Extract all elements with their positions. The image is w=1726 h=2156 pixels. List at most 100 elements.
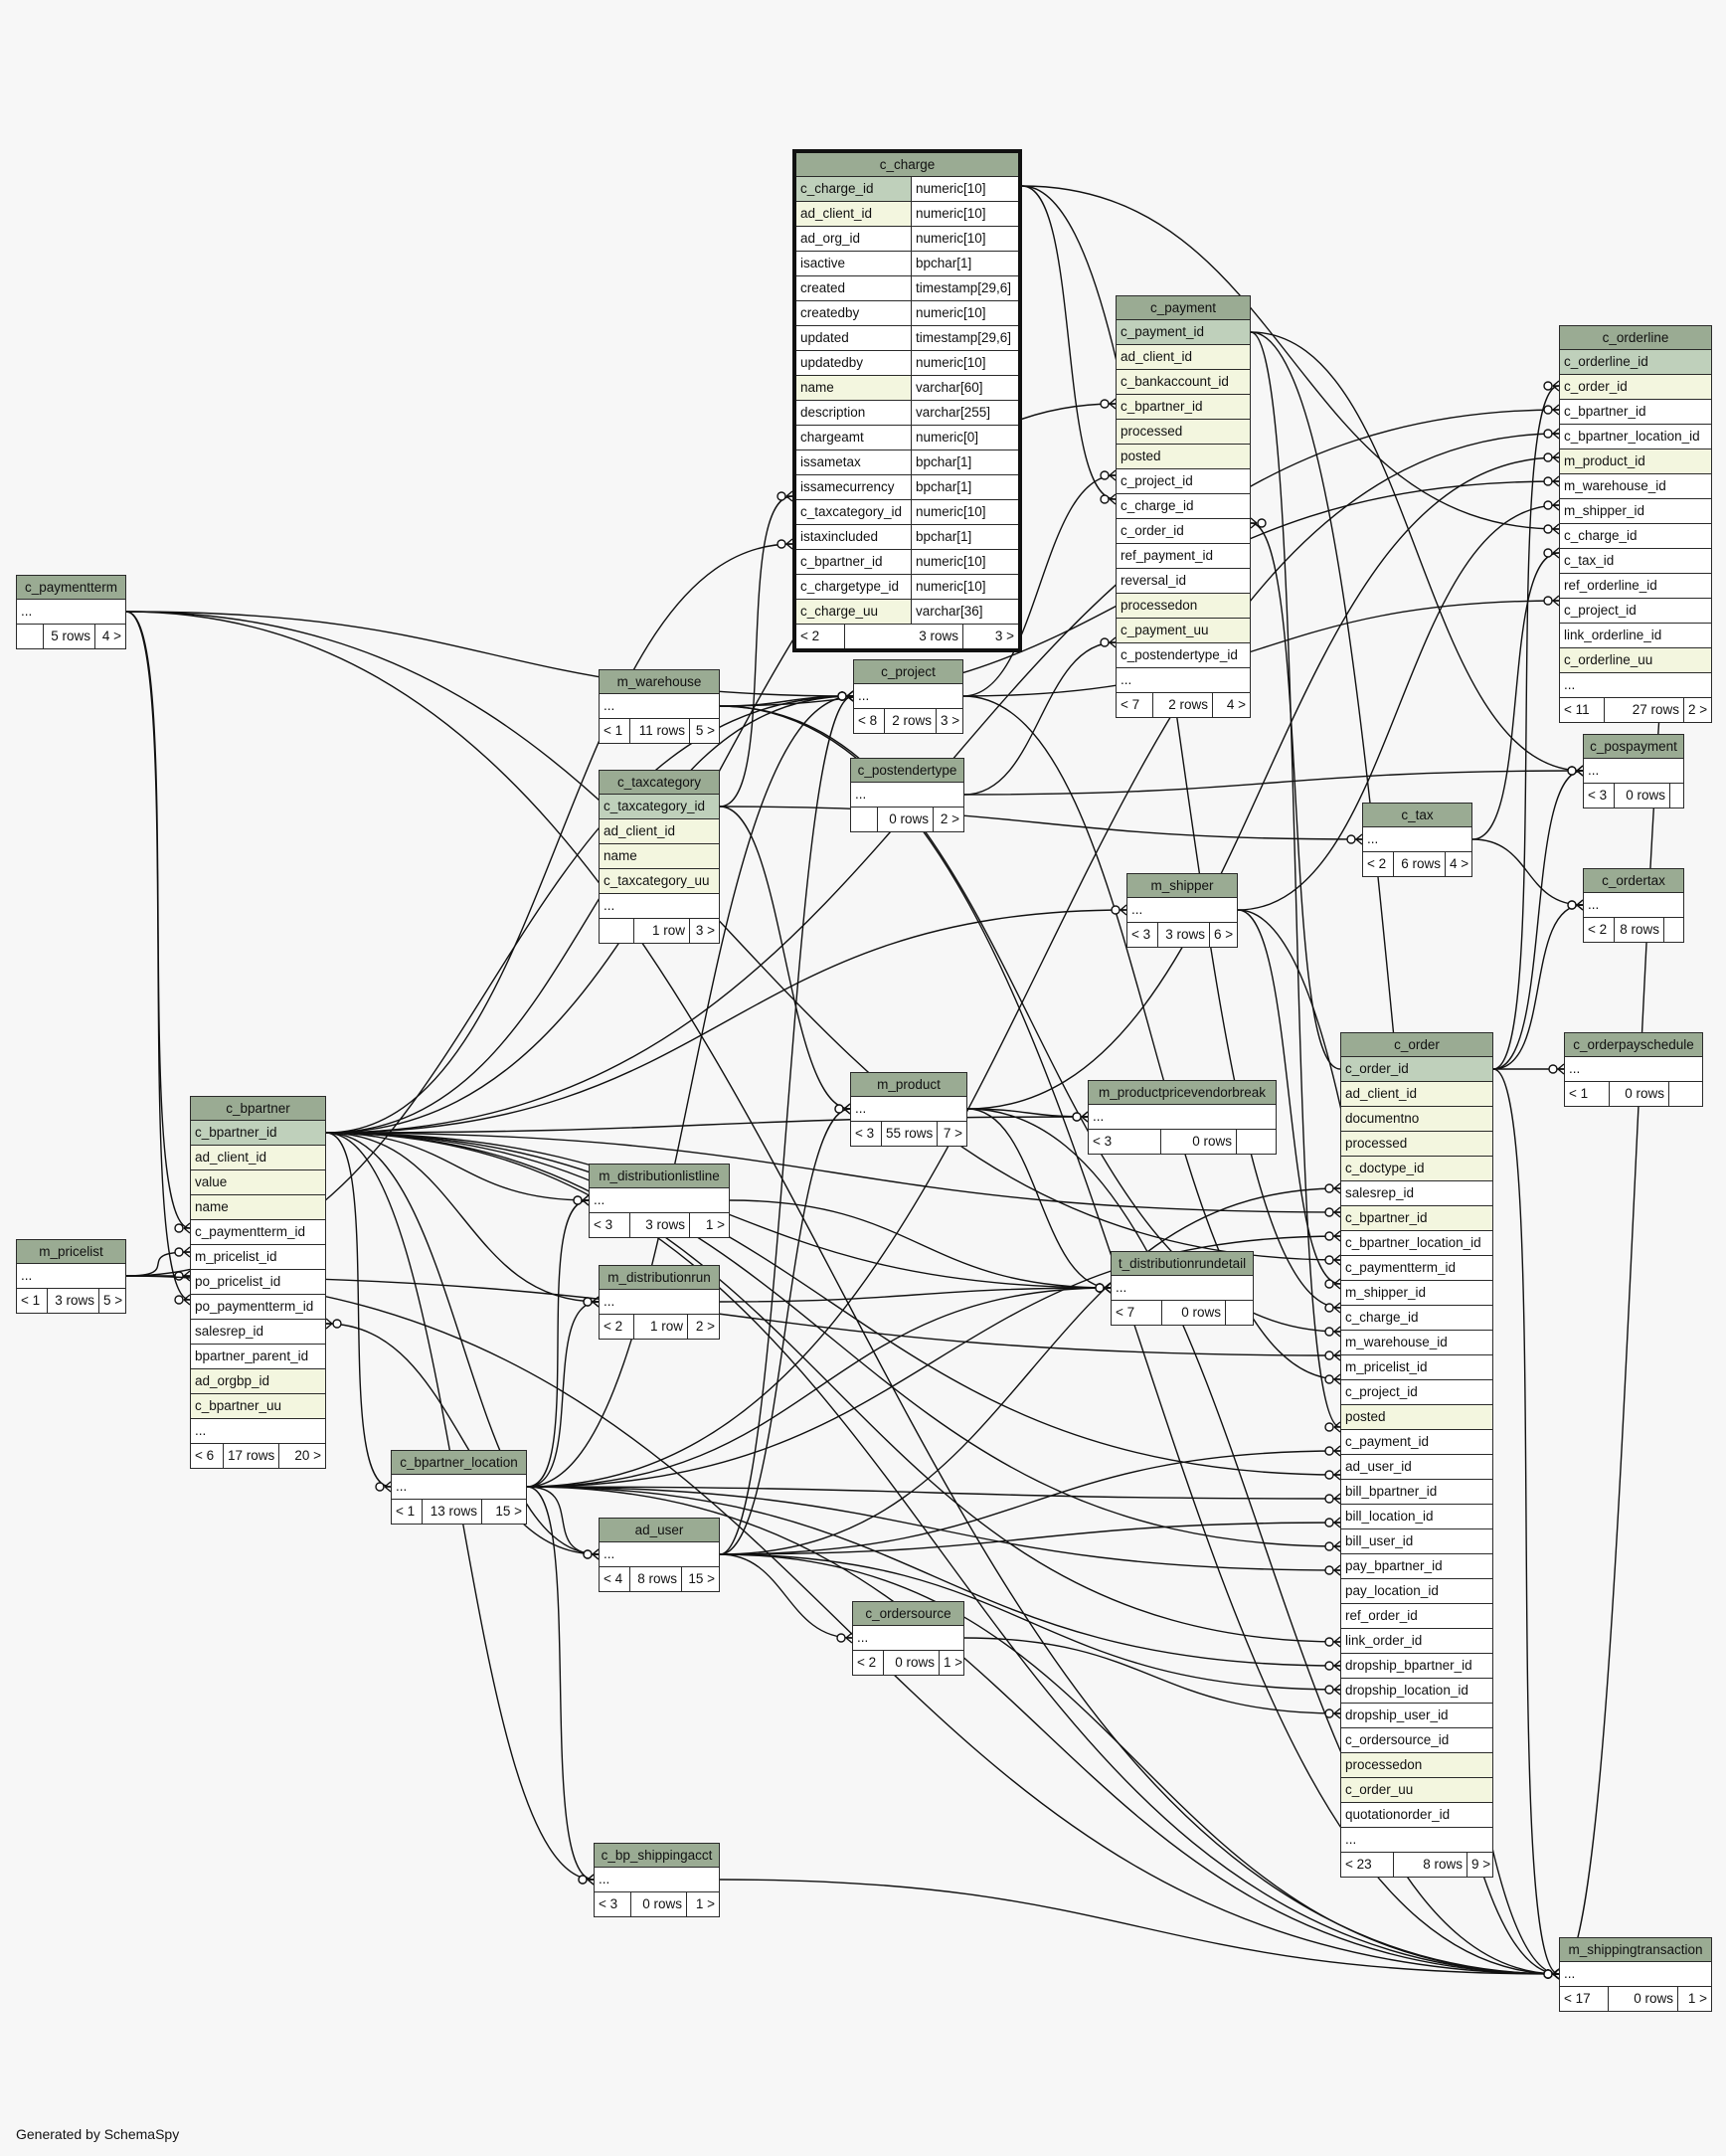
column-row[interactable]: m_warehouse_id [1341,1331,1492,1355]
column-row[interactable]: name [600,844,719,869]
column-row[interactable]: c_doctype_id [1341,1157,1492,1181]
table-title[interactable]: c_bpartner [191,1097,325,1121]
column-row[interactable]: ... [851,1097,966,1122]
column-row[interactable]: c_order_id [1560,375,1711,400]
table-title[interactable]: t_distributionrundetail [1112,1252,1253,1276]
children-count[interactable]: 2 > [1683,698,1711,722]
children-count[interactable]: 4 > [94,625,125,648]
column-row[interactable]: ref_order_id [1341,1604,1492,1629]
column-row[interactable]: c_paymentterm_id [191,1220,325,1245]
column-row[interactable]: value [191,1170,325,1195]
column-row[interactable]: pay_bpartner_id [1341,1554,1492,1579]
table-title[interactable]: ad_user [600,1519,719,1542]
column-row[interactable]: m_pricelist_id [191,1245,325,1270]
column-row[interactable]: po_paymentterm_id [191,1295,325,1320]
column-row[interactable]: c_charge_id [1560,524,1711,549]
parents-count[interactable]: < 3 [599,1896,618,1911]
column-row[interactable]: documentno [1341,1107,1492,1132]
column-row[interactable]: c_bpartner_id [191,1121,325,1146]
column-row[interactable]: ... [600,694,719,719]
column-row[interactable]: ... [1560,673,1711,698]
table-title[interactable]: m_pricelist [17,1240,125,1264]
column-row[interactable]: posted [1117,445,1250,469]
column-row[interactable]: c_payment_id [1117,320,1250,345]
column-row[interactable]: ... [590,1188,729,1213]
children-count[interactable]: 1 > [689,1213,729,1237]
children-count[interactable]: 5 > [98,1289,125,1313]
children-count[interactable]: 2 > [687,1315,719,1339]
parents-count[interactable]: < 1 [604,723,623,738]
table-title[interactable]: c_project [854,660,962,684]
table-title[interactable]: c_postendertype [851,759,963,783]
column-row[interactable]: ... [17,600,125,625]
parents-count[interactable]: < 7 [1116,1305,1135,1320]
column-row[interactable]: bpartner_parent_id [191,1345,325,1369]
table-title[interactable]: c_ordertax [1584,869,1683,893]
column-row[interactable]: c_bpartner_id [1341,1206,1492,1231]
column-row[interactable]: ... [595,1868,719,1892]
parents-count[interactable]: < 2 [1367,856,1387,871]
table-title[interactable]: m_warehouse [600,670,719,694]
parents-count[interactable]: < 3 [855,1126,875,1141]
column-row[interactable]: ... [1584,759,1683,784]
column-row[interactable]: ... [1127,898,1237,923]
parents-count[interactable]: < 23 [1345,1857,1372,1872]
column-row[interactable]: ... [600,1290,719,1315]
children-count[interactable]: 20 > [278,1444,325,1468]
column-row[interactable]: dropship_location_id [1341,1679,1492,1704]
column-row[interactable]: bill_user_id [1341,1529,1492,1554]
parents-count[interactable]: < 6 [195,1448,215,1463]
children-count[interactable]: 1 > [1677,1987,1711,2011]
column-row[interactable]: c_order_id [1117,519,1250,544]
column-row[interactable]: ... [1560,1962,1711,1987]
column-row[interactable]: c_taxcategory_id [600,795,719,819]
children-count[interactable]: 3 > [689,919,719,943]
column-row[interactable]: processed [1341,1132,1492,1157]
column-row[interactable]: c_orderline_id [1560,350,1711,375]
column-row[interactable]: bill_bpartner_id [1341,1480,1492,1505]
parents-count[interactable]: < 3 [1588,788,1608,803]
column-row[interactable]: c_project_id [1341,1380,1492,1405]
table-title[interactable]: c_bp_shippingacct [595,1844,719,1868]
table-title[interactable]: c_bpartner_location [392,1451,526,1475]
column-row[interactable]: dropship_bpartner_id [1341,1654,1492,1679]
children-count[interactable]: 1 > [686,1892,719,1916]
table-title[interactable]: m_productpricevendorbreak [1089,1081,1276,1105]
table-title[interactable]: c_tax [1363,804,1471,827]
